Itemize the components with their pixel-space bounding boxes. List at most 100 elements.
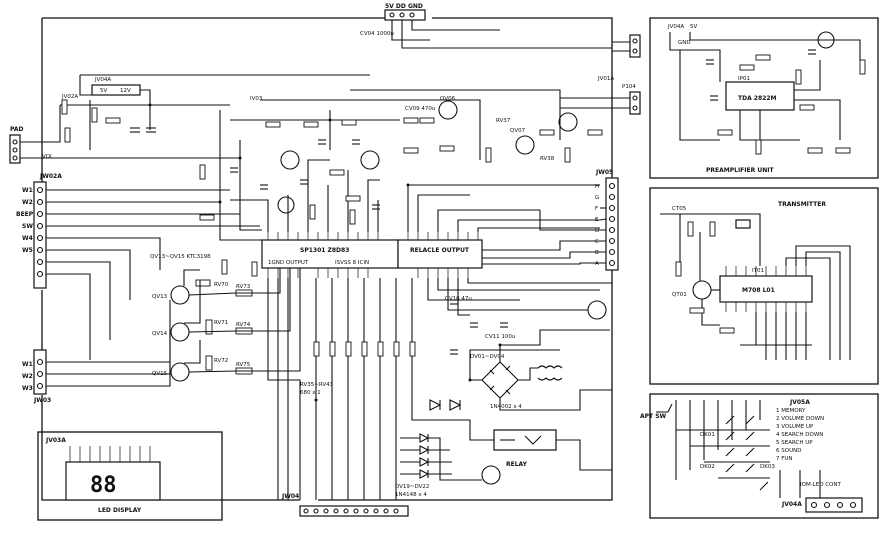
rv37-label: RV37 <box>496 118 511 124</box>
cap-label-3: CV10 47u <box>445 296 472 302</box>
kb-fn-6: 6 SOUND <box>776 448 801 454</box>
transmitter-ic-body <box>719 275 813 303</box>
cap-label-2: CV09 470u <box>405 106 435 112</box>
crystal-xt <box>735 219 751 229</box>
right-pin-h: H <box>595 184 599 190</box>
right-pin-c: C <box>595 239 599 245</box>
right-pin-a: A <box>595 261 599 267</box>
main-ic: SP1301 Z8D83 1GND OUTPUT ISVSS 8 ICIN <box>261 239 399 269</box>
resistor-rv72 <box>205 355 213 371</box>
transistor-qv01 <box>280 150 300 170</box>
led-display-frame <box>37 431 223 521</box>
resistor-array-value: 680 x 1 <box>300 390 321 396</box>
right-pin-d: D <box>595 228 599 234</box>
transistor-qv08 <box>558 112 578 132</box>
driver-transistor-group: QV13 QV14 QV15 QV13~QV15 KTC3198 RV70 RV… <box>150 254 301 382</box>
kb-fn-4: 4 SEARCH DOWN <box>776 432 823 438</box>
kb-diode-2: DK02 <box>700 464 715 470</box>
cap-label-1: CV04 1000u <box>360 31 394 37</box>
led-display-panel: JV03A 88 LED DISPLAY <box>37 431 223 521</box>
kb-fn-5: 5 SEARCH UP <box>776 440 813 446</box>
preamp-gnd-label: GND <box>678 40 691 46</box>
right-connector-title: JW05 <box>595 169 613 176</box>
bottom-left-pin-1: W1 <box>22 361 33 368</box>
led-display-title: JV03A <box>45 437 66 444</box>
rv74-label: RV74 <box>236 322 251 328</box>
kb-bottom-connector <box>805 497 863 513</box>
bridge-value: 1N4002 x 4 <box>490 404 522 410</box>
pad-connector <box>9 134 21 164</box>
jv04a-label: JV04A <box>94 77 111 83</box>
transistor-qv12 <box>481 465 501 485</box>
keyboard-panel: APT SW JV05A 1 MEMORY 2 VOLUME DOWN 3 VO… <box>640 393 879 519</box>
right-ic-label: RELACLE OUTPUT <box>410 247 470 254</box>
transmitter-panel: TRANSMITTER M708 L01 IT01 QT01 CT05 <box>649 187 879 385</box>
led-display-label: LED DISPLAY <box>98 507 142 514</box>
preamp-conn-label: JV04A <box>667 24 684 30</box>
transistor-qv03 <box>277 196 295 214</box>
transistor-qv02 <box>360 150 380 170</box>
preamp-ic: TDA 2822M <box>738 95 777 102</box>
cap-label-4: CV11 100u <box>485 334 515 340</box>
bridge-label: DV01~DV04 <box>470 354 505 360</box>
main-ic-body <box>261 239 399 269</box>
right-ic-body <box>397 239 483 269</box>
qv14-label: QV14 <box>152 331 168 337</box>
diode-array-label: DV19~DV22 <box>395 484 429 490</box>
rv73-label: RV73 <box>236 284 251 290</box>
transistor-qv15 <box>170 362 190 382</box>
preamplifier-frame <box>649 17 879 179</box>
relay-label: RELAY <box>506 461 528 468</box>
transmitter-crystal-label: CT05 <box>672 206 687 212</box>
left-pin-5: W4 <box>22 235 33 242</box>
resistor-rv70 <box>195 279 211 287</box>
qv15-label: QV15 <box>152 371 168 377</box>
rv72-label: RV72 <box>214 358 228 364</box>
transmitter-title: TRANSMITTER <box>778 201 826 208</box>
junction-dots <box>148 103 502 402</box>
preamplifier-panel: JV04A 5V GND TDA 2822M IP01 <box>649 17 879 179</box>
power-pin-12v: 12V <box>120 88 131 94</box>
transistor-qv07 <box>515 135 535 155</box>
rv70-label: RV70 <box>214 282 229 288</box>
jv02a-label: JV02A <box>61 94 78 100</box>
top-power-connector <box>384 9 426 21</box>
power-connector-p104 <box>629 91 641 115</box>
bottom-left-pin-3: W3 <box>22 385 33 392</box>
transmitter-transistor <box>692 280 712 300</box>
bottom-connector-label: JW04 <box>281 493 299 500</box>
relay: RELAY <box>493 429 557 468</box>
bottom-left-connector-title: JW03 <box>33 397 51 404</box>
led-digits: 88 <box>90 473 117 498</box>
iv03-label: IV03 <box>250 96 263 102</box>
left-pin-1: W1 <box>22 187 33 194</box>
transmitter-ic-label: IT01 <box>752 268 764 274</box>
transmitter-transistor-label: QT01 <box>672 292 687 298</box>
main-board: 5V DD GND 5V 12V JV04A PAD VOL JW02A <box>9 3 641 517</box>
transmitter-ic: M708 L01 <box>742 287 775 294</box>
left-connector-title: JW02A <box>39 173 62 180</box>
right-pin-e: E <box>595 217 599 223</box>
power-pin-5v: 5V <box>100 88 107 94</box>
resistor-array-label: RV35~RV43 <box>300 382 334 388</box>
pad-label: PAD <box>10 126 23 133</box>
transmitter-frame <box>649 187 879 385</box>
p104-label: P104 <box>622 84 636 90</box>
qv13-label: QV13 <box>152 294 168 300</box>
right-pin-b: B <box>595 250 599 256</box>
keyboard-frame <box>649 393 879 519</box>
right-pin-g: G <box>595 195 599 201</box>
keyboard-side-label: APT SW <box>640 413 667 420</box>
preamplifier-title: PREAMPLIFIER UNIT <box>706 167 774 174</box>
jv01a-label: JV01A <box>597 76 614 82</box>
transistor-qv14 <box>170 322 190 342</box>
keyboard-functions: 1 MEMORY 2 VOLUME DOWN 3 VOLUME UP 4 SEA… <box>776 408 824 462</box>
preamp-5v-label: 5V <box>690 24 697 30</box>
power-connector-jv06a <box>629 34 641 58</box>
kb-fn-7: 7 FUN <box>776 456 793 462</box>
kb-diode-1: DK01 <box>700 432 715 438</box>
left-pin-6: W5 <box>22 247 33 254</box>
diode-array-value: 1N4148 x 4 <box>395 492 427 498</box>
kb-fn-3: 3 VOLUME UP <box>776 424 814 430</box>
